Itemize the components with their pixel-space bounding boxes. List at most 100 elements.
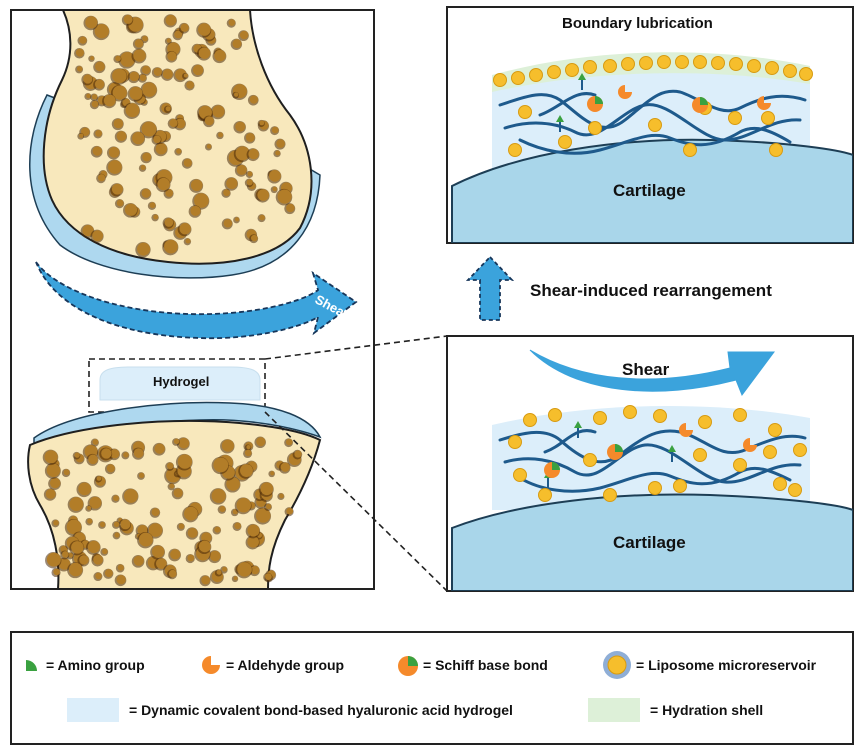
bone-pore-fill [108, 160, 122, 174]
hydration-shell-swatch [588, 698, 640, 722]
bone-pore-fill [82, 225, 94, 237]
liposome [588, 121, 602, 135]
bone-pore-fill [232, 39, 242, 49]
liposome [523, 413, 537, 427]
bone-pore-fill [251, 234, 258, 242]
bone-pore-fill [92, 94, 98, 100]
bone-pore-fill [116, 131, 127, 142]
lower-bone-pores [42, 436, 303, 587]
legend-hydrogel-label: = Dynamic covalent bond-based hyaluronic… [129, 702, 513, 718]
aldehyde-group [618, 85, 632, 99]
bone-pore-fill [69, 497, 84, 512]
bone-pore-fill [111, 183, 123, 195]
liposome [511, 71, 525, 85]
bone-pore-fill [180, 23, 189, 32]
bone-pore-fill [79, 555, 89, 565]
liposome [673, 479, 687, 493]
liposome [603, 488, 617, 502]
liposome [508, 435, 522, 449]
bone-pore-fill [190, 205, 201, 216]
bone-pore-fill [117, 564, 124, 571]
liposome [548, 408, 562, 422]
liposome [648, 481, 662, 495]
liposome [729, 57, 743, 71]
bone-pore-fill [167, 51, 177, 61]
aldehyde-group [679, 423, 693, 437]
bone-pore-fill [222, 566, 228, 572]
bone-pore-fill [119, 52, 135, 67]
bone-pore-fill [151, 545, 165, 558]
bone-pore-fill [139, 74, 147, 82]
bone-pore-fill [49, 477, 61, 489]
zoom-box [88, 358, 266, 413]
bone-pore-fill [176, 148, 182, 154]
bone-pore-fill [133, 49, 146, 62]
liposome [529, 68, 543, 82]
bone-pore-fill [87, 518, 93, 524]
liposome [518, 105, 532, 119]
liposomes-top [493, 55, 813, 157]
liposome [621, 57, 635, 71]
bone-pore-fill [102, 548, 108, 555]
bone-pore-fill [89, 496, 102, 509]
liposome [493, 73, 507, 87]
bone-pore-fill [276, 139, 285, 148]
liposomes-bottom [508, 405, 807, 502]
bone-pore-fill [165, 106, 171, 112]
amino-group [574, 421, 582, 428]
bone-pore-fill [120, 519, 131, 530]
bone-pore-fill [78, 482, 92, 496]
bone-pore-fill [68, 562, 83, 577]
bone-pore-fill [250, 565, 260, 575]
bone-pore-fill [285, 438, 293, 446]
bone-pore-fill [168, 569, 177, 578]
bone-pore-fill [125, 103, 140, 118]
liposome [765, 61, 779, 75]
bone-pore-fill [123, 452, 129, 458]
bone-pore-fill [198, 540, 211, 553]
bone-pore-fill [192, 64, 204, 76]
bone-pore-fill [87, 505, 92, 510]
bone-pore-fill [201, 575, 211, 585]
liposome [558, 135, 572, 149]
liposome [799, 67, 813, 81]
bone-pore-fill [216, 569, 222, 575]
bone-pore-fill [260, 482, 274, 496]
bone-pore-fill [103, 94, 116, 107]
bone-pore-fill [96, 476, 102, 481]
shear-label-right: Shear [622, 360, 670, 379]
amino-group [556, 115, 564, 122]
bone-pore-fill [244, 449, 252, 457]
bone-pore-fill [123, 14, 133, 24]
bone-pore-fill [101, 448, 112, 459]
bone-pore-fill [204, 116, 214, 126]
bone-pore-fill [95, 129, 102, 137]
bone-pore-fill [169, 483, 175, 489]
liposome-icon [603, 651, 631, 679]
bone-pore-fill [183, 73, 188, 78]
bone-pore-fill [166, 38, 172, 43]
bone-pore-fill [286, 203, 295, 213]
bone-pore-fill [226, 477, 240, 491]
bone-pore-fill [138, 472, 145, 479]
bone-pore-fill [151, 508, 160, 517]
bone-pore-fill [239, 30, 249, 40]
bone-pore-fill [124, 203, 138, 216]
bone-pore-fill [142, 65, 151, 75]
bone-pore-fill [173, 438, 180, 445]
bone-pore-fill [234, 92, 239, 97]
bone-pore-fill [113, 118, 124, 129]
bone-pore-fill [166, 462, 174, 470]
bone-pore-fill [129, 71, 140, 82]
bone-pore-fill [88, 454, 98, 465]
liposome [788, 483, 802, 497]
bone-pore-fill [165, 14, 177, 26]
bone-pore-fill [53, 568, 60, 576]
bone-pore-fill [99, 521, 106, 528]
bone-pore-fill [81, 127, 90, 137]
bone-pore-fill [138, 532, 153, 547]
bone-pore-fill [74, 452, 80, 458]
bone-pore-fill [164, 239, 178, 254]
cartilage-label-bottom: Cartilage [613, 533, 686, 552]
